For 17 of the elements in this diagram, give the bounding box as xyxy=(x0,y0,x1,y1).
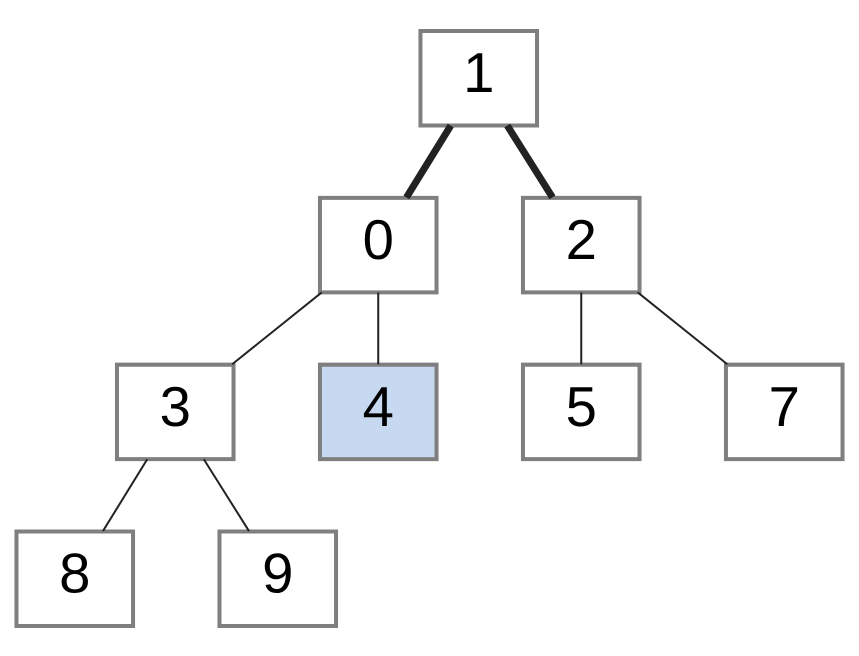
connector xyxy=(202,458,250,532)
node-box: 5 xyxy=(520,362,642,461)
connector xyxy=(504,123,556,199)
node-box: 4 xyxy=(318,362,439,461)
node-box: 8 xyxy=(14,528,136,628)
connector xyxy=(580,292,582,364)
node-box: 0 xyxy=(318,195,439,294)
connector xyxy=(403,123,454,199)
node-box: 2 xyxy=(520,195,642,294)
connector xyxy=(232,291,322,365)
node-box: 3 xyxy=(114,362,236,461)
node-box: 9 xyxy=(217,528,338,628)
connector xyxy=(102,458,148,532)
connector xyxy=(637,291,728,365)
connector xyxy=(377,292,380,364)
node-box: 1 xyxy=(418,28,540,128)
node-box: 7 xyxy=(724,362,845,461)
